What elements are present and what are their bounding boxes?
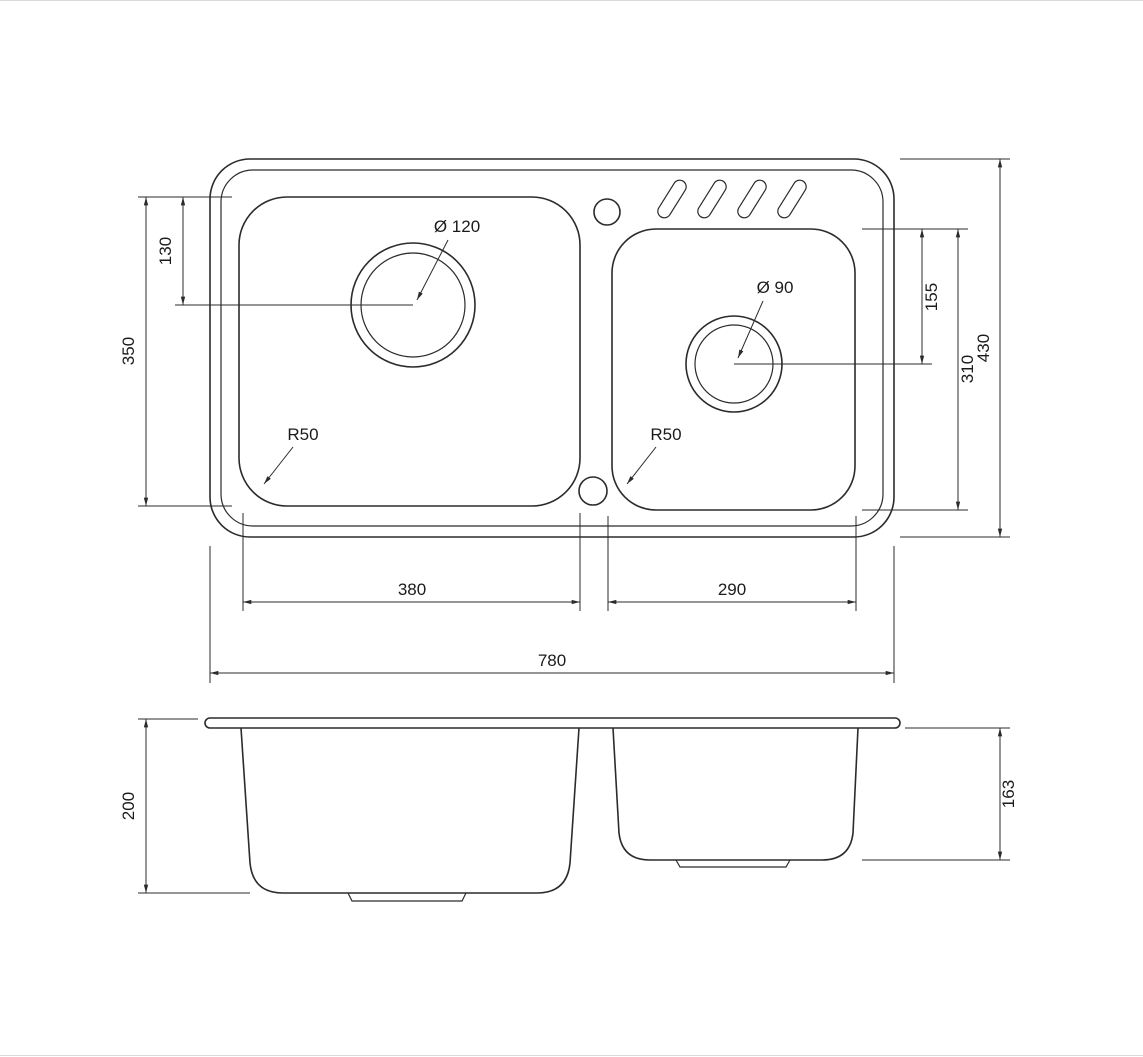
- dim-430-text: 430: [974, 334, 993, 362]
- right-bowl-outline: [611, 228, 856, 511]
- dim-200-text: 200: [119, 792, 138, 820]
- drain-right-diameter-label: Ø 90: [757, 278, 794, 297]
- leader-radius-right: R50: [626, 425, 682, 485]
- dim-130-text: 130: [156, 237, 175, 265]
- radius-right-label: R50: [650, 425, 681, 444]
- leader-line: [626, 446, 657, 485]
- dim-163-text: 163: [999, 780, 1018, 808]
- drain-left-diameter-label: Ø 120: [434, 217, 480, 236]
- dim-380-text: 380: [398, 580, 426, 599]
- sink-inner-rim: [220, 169, 884, 527]
- dimension-155: 155: [734, 228, 968, 365]
- leader-line: [263, 446, 294, 485]
- faucet-hole: [593, 198, 621, 226]
- right-bowl-section: [612, 727, 859, 861]
- dim-155-text: 155: [922, 283, 941, 311]
- dim-780-text: 780: [538, 651, 566, 670]
- leader-line: [416, 239, 449, 301]
- leader-drain-left: Ø 120: [416, 217, 480, 301]
- dim-290-text: 290: [718, 580, 746, 599]
- overflow-hole: [578, 476, 608, 506]
- dimension-290: 290: [607, 516, 857, 611]
- leader-radius-left: R50: [263, 425, 319, 485]
- dimension-130: 130: [138, 196, 413, 306]
- dimension-780: 780: [209, 546, 895, 683]
- top-view: Ø 120 Ø 90 R50 R50 130 350: [119, 158, 1010, 683]
- leader-line: [737, 300, 764, 359]
- flange-profile: [204, 717, 901, 729]
- right-bowl-drain-recess: [675, 859, 791, 868]
- leader-drain-right: Ø 90: [737, 278, 794, 359]
- left-bowl-section: [240, 727, 580, 894]
- left-bowl-drain-recess: [347, 892, 467, 902]
- dim-350-text: 350: [119, 337, 138, 365]
- dimension-430: 430: [900, 158, 1010, 538]
- dimension-380: 380: [242, 513, 581, 611]
- side-view: 200 163: [119, 717, 1018, 902]
- drain-grooves: [657, 179, 807, 219]
- groove-slot: [697, 179, 727, 219]
- dimension-200: 200: [119, 718, 250, 894]
- groove-slot: [777, 179, 807, 219]
- radius-left-label: R50: [287, 425, 318, 444]
- groove-slot: [737, 179, 767, 219]
- dimension-350: 350: [119, 197, 232, 507]
- dimension-163: 163: [862, 727, 1018, 861]
- dimension-310: 310: [862, 229, 977, 511]
- groove-slot: [657, 179, 687, 219]
- dim-310-text: 310: [958, 355, 977, 383]
- sink-outer-outline: [209, 158, 895, 538]
- left-bowl-outline: [238, 196, 581, 507]
